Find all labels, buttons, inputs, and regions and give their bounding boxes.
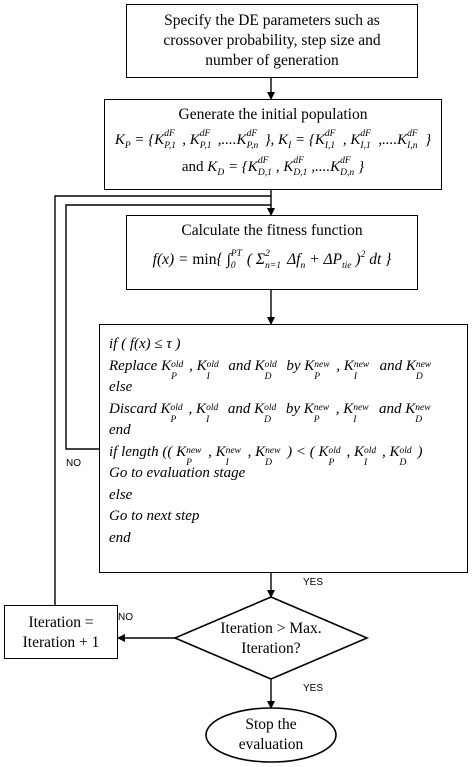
kw-if-length: if length [109, 443, 159, 460]
logic-end2-line: end [109, 529, 131, 546]
decision-line-2: Iteration? [241, 640, 301, 657]
iteration-increment-box: Iteration = Iteration + 1 [4, 605, 118, 659]
kw-and-2: and [379, 357, 403, 374]
parameters-line-2: crossover probability, step size and [163, 32, 381, 49]
iteration-line-2: Iteration + 1 [22, 634, 100, 651]
kw-and-3: and [227, 400, 251, 417]
arrow-iterate-loop [54, 195, 271, 605]
label-yes-top: YES [303, 577, 324, 588]
decision-diamond [172, 596, 370, 680]
kw-and-1: and [228, 357, 251, 374]
kw-by-1: by [286, 357, 301, 374]
initial-population-title: Generate the initial population [178, 106, 368, 123]
logic-if-line: if ( f(x) ≤ τ ) [109, 336, 181, 352]
iteration-line-1: Iteration = [28, 614, 94, 631]
logic-go-next-line: Go to next step [109, 508, 200, 524]
parameters-line-1: Specify the DE parameters such as [164, 12, 380, 29]
kw-by-2: by [285, 400, 300, 417]
fitness-function-box: Calculate the fitness function f(x) = mi… [126, 215, 418, 290]
logic-end-line: end [109, 422, 131, 438]
kw-and-4: and [379, 400, 402, 417]
and-text: and [181, 159, 204, 175]
decision-text: Iteration > Max. Iteration? [191, 619, 351, 659]
fitness-function-title: Calculate the fitness function [181, 222, 363, 239]
arrow-no-loop [65, 204, 271, 450]
terminal-ellipse [205, 707, 337, 763]
parameters-box: Specify the DE parameters such as crosso… [126, 4, 418, 78]
kw-replace: Replace [109, 357, 158, 374]
label-yes-bottom: YES [303, 683, 324, 694]
kw-if: if [109, 336, 118, 352]
logic-else2-line: else [109, 486, 133, 503]
parameters-line-3: number of generation [205, 52, 339, 69]
terminal-text: Stop the evaluation [206, 715, 336, 755]
kw-discard: Discard [109, 400, 157, 417]
terminal-line-2: evaluation [238, 736, 304, 753]
label-no-decision: NO [118, 612, 133, 623]
logic-else-line: else [109, 379, 133, 395]
decision-line-1: Iteration > Max. [220, 620, 322, 637]
label-no-loop: NO [66, 458, 81, 469]
terminal-line-1: Stop the [245, 716, 297, 733]
logic-go-eval-line: Go to evaluation stage [109, 465, 246, 481]
